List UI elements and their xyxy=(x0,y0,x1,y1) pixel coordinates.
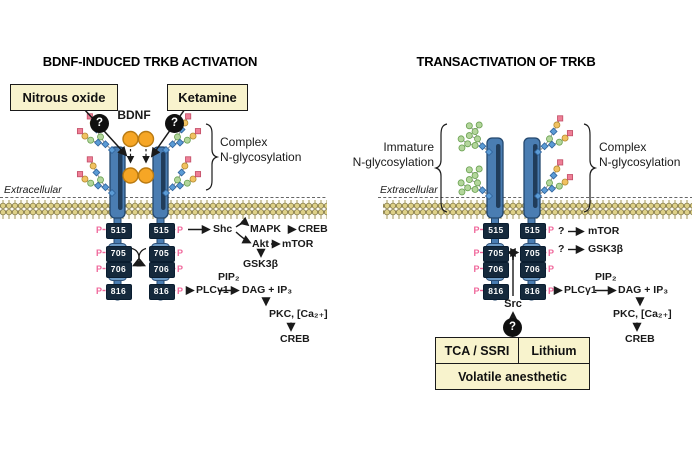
phospho-p: P xyxy=(177,286,184,296)
plcg1-label: PLCγ1 xyxy=(196,284,229,296)
mtor-label: mTOR xyxy=(282,237,314,250)
question-mark-label: ? xyxy=(558,243,565,255)
phospho-p: P xyxy=(548,225,555,235)
phospho-connectors-left-panel xyxy=(102,228,176,292)
phospho-site-515: 515 xyxy=(105,222,132,239)
phospho-site-515: 515 xyxy=(519,222,546,239)
phospho-site-706: 706 xyxy=(148,261,175,278)
extracellular-label-right: Extracellular xyxy=(380,184,438,196)
creb-label: CREB xyxy=(625,332,655,345)
right-panel-title: TRANSACTIVATION OF TRKB xyxy=(416,54,596,69)
tca-ssri-box: TCA / SSRI xyxy=(436,338,519,363)
brace-complex-right-panel xyxy=(583,123,598,213)
phospho-site-705: 705 xyxy=(519,245,546,262)
question-mark-badge: ? xyxy=(90,114,109,133)
left-panel-title: BDNF-INDUCED TRKB ACTIVATION xyxy=(42,54,258,69)
transphosphorylation-arrows xyxy=(131,247,147,267)
nitrous-oxide-box: Nitrous oxide xyxy=(10,84,118,111)
phospho-site-705: 705 xyxy=(148,245,175,262)
mtor-label: mTOR xyxy=(588,225,620,237)
phospho-site-706: 706 xyxy=(519,261,546,278)
dag-ip3-label: DAG + IP₃ xyxy=(618,284,669,296)
phospho-site-705: 705 xyxy=(105,245,132,262)
brace-complex-left-panel xyxy=(205,123,220,191)
phospho-p: P xyxy=(95,264,102,274)
pip2-label: PIP₂ xyxy=(218,270,240,283)
src-label: Src xyxy=(504,298,522,310)
phospho-p: P xyxy=(177,225,184,235)
gsk3b-label: GSK3β xyxy=(588,243,624,255)
phospho-p: P xyxy=(473,225,480,235)
akt-label: Akt xyxy=(252,237,269,250)
shc-label: Shc xyxy=(213,223,233,235)
phospho-p: P xyxy=(473,248,480,258)
phospho-site-705: 705 xyxy=(483,245,509,262)
ketamine-box: Ketamine xyxy=(167,84,248,111)
phospho-p: P xyxy=(95,248,102,258)
bdnf-dimer xyxy=(122,130,155,184)
phospho-p: P xyxy=(95,225,102,235)
question-mark-label: ? xyxy=(558,225,565,237)
immature-glycosylation-label: Immature N-glycosylation xyxy=(352,140,434,169)
phospho-p: P xyxy=(473,286,480,296)
creb-label: CREB xyxy=(298,223,328,235)
pip2-label: PIP₂ xyxy=(595,270,617,283)
drug-box-group: TCA / SSRI Lithium Volatile anesthetic xyxy=(435,337,590,390)
complex-glycosylation-label-left-panel: Complex N-glycosylation xyxy=(220,135,302,164)
pkc-ca-label: PKC, [Ca₂₊] xyxy=(269,307,328,320)
phospho-p: P xyxy=(548,264,555,274)
creb-label: CREB xyxy=(280,332,310,345)
phospho-p: P xyxy=(177,248,184,258)
glycan-tree-complex xyxy=(534,115,574,156)
phospho-p: P xyxy=(548,248,555,258)
glycan-tree-immature xyxy=(457,121,493,156)
mapk-label: MAPK xyxy=(250,223,281,235)
volatile-anesthetic-box: Volatile anesthetic xyxy=(458,369,567,384)
phospho-p: P xyxy=(548,286,555,296)
phospho-site-515: 515 xyxy=(483,222,509,239)
brace-immature-right-panel xyxy=(433,123,448,213)
lithium-box: Lithium xyxy=(531,343,577,358)
plcg1-label: PLCγ1 xyxy=(564,284,597,296)
phospho-p: P xyxy=(473,264,480,274)
question-mark-badge: ? xyxy=(165,114,184,133)
bdnf-label: BDNF xyxy=(117,108,151,122)
phospho-site-816: 816 xyxy=(519,283,546,300)
gsk3b-label: GSK3β xyxy=(243,258,279,270)
phospho-p: P xyxy=(177,264,184,274)
phospho-site-515: 515 xyxy=(148,222,175,239)
dag-ip3-label: DAG + IP₃ xyxy=(242,284,293,296)
phospho-site-706: 706 xyxy=(483,261,509,278)
question-mark-badge: ? xyxy=(503,317,522,337)
signaling-arrows-right-panel xyxy=(553,226,645,332)
phospho-site-816: 816 xyxy=(148,283,175,300)
pkc-ca-label: PKC, [Ca₂₊] xyxy=(613,307,672,320)
phospho-site-816: 816 xyxy=(105,283,132,300)
signaling-arrows-left-panel xyxy=(185,216,297,332)
phospho-site-706: 706 xyxy=(105,261,132,278)
phospho-p: P xyxy=(95,286,102,296)
phospho-site-816: 816 xyxy=(483,283,509,300)
complex-glycosylation-label-right-panel: Complex N-glycosylation xyxy=(599,140,681,169)
nitrous-oxide-arrow xyxy=(83,108,128,157)
extracellular-label-left: Extracellular xyxy=(4,184,62,196)
